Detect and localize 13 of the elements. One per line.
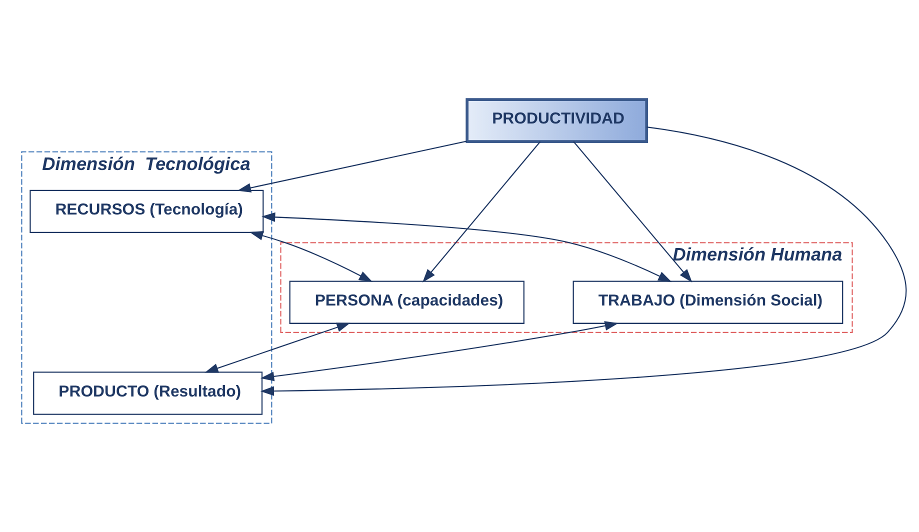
arrow bbox=[573, 141, 692, 283]
node-box: PRODUCTIVIDAD bbox=[466, 98, 648, 143]
arrow bbox=[249, 231, 373, 282]
arrow bbox=[262, 212, 672, 282]
arrow bbox=[204, 322, 350, 373]
node-box: PERSONA (capacidades) bbox=[289, 280, 524, 324]
node-box: TRABAJO (Dimensión Social) bbox=[572, 280, 844, 324]
arrow bbox=[260, 321, 618, 382]
node-box: PRODUCTO (Resultado) bbox=[33, 372, 263, 415]
arrow bbox=[237, 140, 467, 193]
arrow bbox=[260, 126, 907, 396]
arrow bbox=[422, 141, 541, 283]
node-box: RECURSOS (Tecnología) bbox=[30, 190, 264, 234]
